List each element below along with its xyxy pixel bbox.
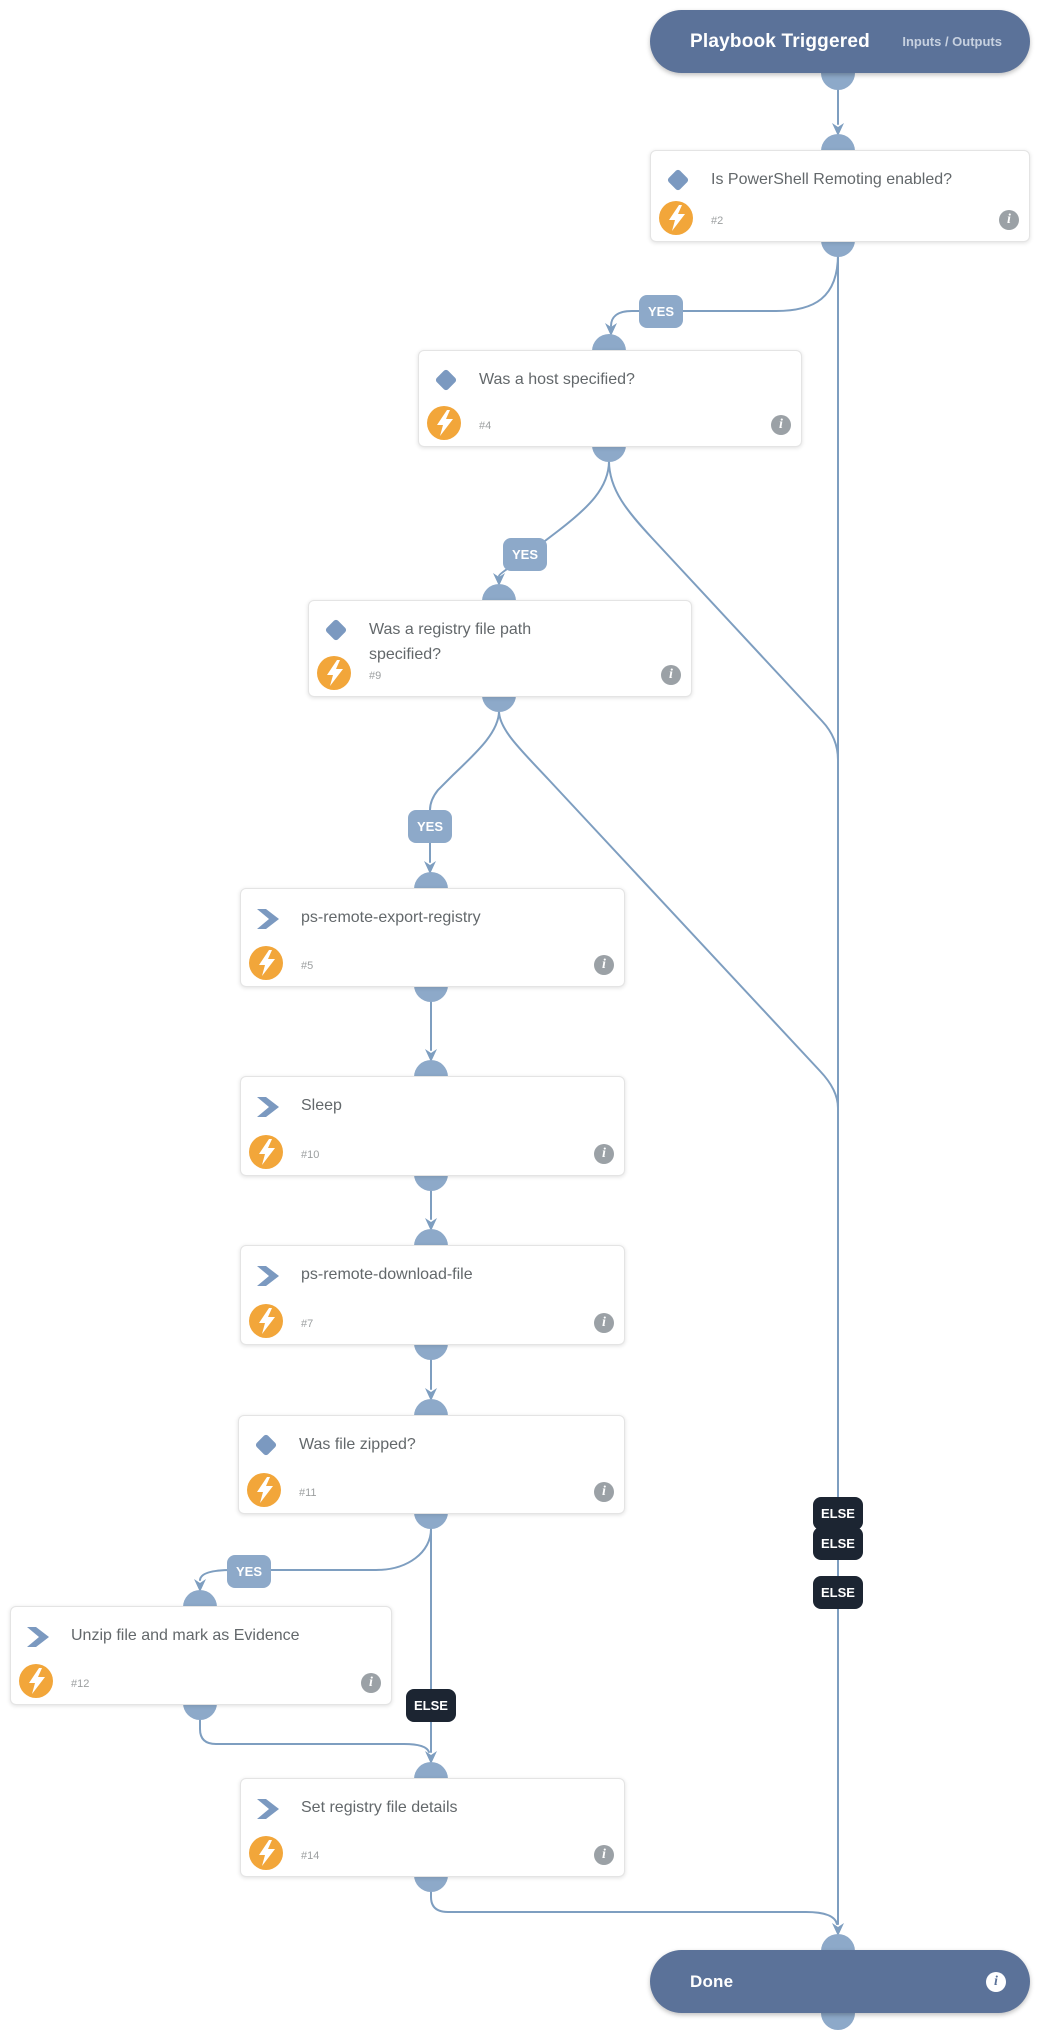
- node-card-9[interactable]: Was a registry file path specified? #9 i: [308, 600, 692, 697]
- node-card-7[interactable]: ps-remote-download-file #7 i: [240, 1245, 625, 1345]
- port-above-node2[interactable]: [821, 134, 855, 151]
- port-above-node11[interactable]: [414, 1399, 448, 1416]
- port-above-node5[interactable]: [414, 872, 448, 889]
- end-info-icon[interactable]: i: [986, 1971, 1006, 1992]
- playbook-start-title: Playbook Triggered: [690, 30, 870, 52]
- info-icon[interactable]: i: [594, 1144, 614, 1164]
- action-bolt-icon: [19, 1664, 53, 1698]
- node-card-12[interactable]: Unzip file and mark as Evidence #12 i: [10, 1606, 392, 1705]
- action-bolt-icon: [249, 946, 283, 980]
- node-title: ps-remote-download-file: [301, 1266, 473, 1283]
- port-below-node11[interactable]: [414, 1512, 448, 1529]
- decision-icon: [324, 618, 348, 642]
- decision-icon: [434, 368, 458, 392]
- action-chevron-icon: [257, 909, 279, 934]
- playbook-start-block[interactable]: Playbook Triggered Inputs / Outputs: [650, 10, 1030, 73]
- node-title: Was a host specified?: [479, 371, 635, 388]
- action-bolt-icon: [249, 1304, 283, 1338]
- yes-badge-node4[interactable]: YES: [503, 538, 547, 571]
- action-bolt-icon: [247, 1473, 281, 1507]
- node-title: Unzip file and mark as Evidence: [71, 1627, 300, 1644]
- else-badge-node9[interactable]: ELSE: [813, 1576, 863, 1609]
- info-icon[interactable]: i: [594, 1313, 614, 1333]
- port-above-node12[interactable]: [183, 1590, 217, 1607]
- action-bolt-icon: [249, 1836, 283, 1870]
- info-icon[interactable]: i: [361, 1673, 381, 1693]
- info-icon[interactable]: i: [661, 665, 681, 685]
- node-title: ps-remote-export-registry: [301, 909, 481, 926]
- node-title: Was file zipped?: [299, 1436, 416, 1453]
- port-below-node14[interactable]: [414, 1875, 448, 1892]
- node-card-5[interactable]: ps-remote-export-registry #5 i: [240, 888, 625, 987]
- port-above-node4[interactable]: [592, 334, 626, 351]
- port-below-node5[interactable]: [414, 985, 448, 1002]
- action-bolt-icon: [659, 201, 693, 235]
- action-bolt-icon: [249, 1135, 283, 1169]
- else-badge-node4[interactable]: ELSE: [813, 1527, 863, 1560]
- node-card-10[interactable]: Sleep #10 i: [240, 1076, 625, 1176]
- action-chevron-icon: [257, 1799, 279, 1824]
- node-id: #4: [479, 420, 492, 432]
- port-above-node7[interactable]: [414, 1229, 448, 1246]
- decision-icon: [254, 1433, 278, 1457]
- info-icon[interactable]: i: [594, 1482, 614, 1502]
- port-below-start[interactable]: [821, 73, 855, 90]
- node-title: Sleep: [301, 1097, 342, 1114]
- info-icon[interactable]: i: [594, 1845, 614, 1865]
- action-chevron-icon: [257, 1097, 279, 1122]
- port-below-node9[interactable]: [482, 695, 516, 712]
- port-below-node7[interactable]: [414, 1343, 448, 1360]
- port-below-node10[interactable]: [414, 1174, 448, 1191]
- info-icon[interactable]: i: [594, 955, 614, 975]
- node-id: #10: [301, 1149, 320, 1161]
- node-id: #11: [299, 1487, 317, 1499]
- yes-badge-node11[interactable]: YES: [227, 1555, 271, 1588]
- port-below-node4[interactable]: [592, 445, 626, 462]
- port-below-node12[interactable]: [183, 1703, 217, 1720]
- yes-badge-node9[interactable]: YES: [408, 810, 452, 843]
- node-title: Set registry file details: [301, 1799, 458, 1816]
- else-badge-node11[interactable]: ELSE: [406, 1689, 456, 1722]
- action-chevron-icon: [257, 1266, 279, 1291]
- node-id: #9: [369, 670, 382, 682]
- port-above-node9[interactable]: [482, 584, 516, 601]
- node-card-4[interactable]: Was a host specified? #4 i: [418, 350, 802, 447]
- port-below-end[interactable]: [821, 2013, 855, 2030]
- action-chevron-icon: [27, 1627, 49, 1652]
- inputs-outputs-link[interactable]: Inputs / Outputs: [902, 34, 1002, 49]
- playbook-end-title: Done: [690, 1971, 734, 1991]
- node-card-2[interactable]: Is PowerShell Remoting enabled? #2 i: [650, 150, 1030, 242]
- yes-badge-node2[interactable]: YES: [639, 295, 683, 328]
- node-id: #7: [301, 1318, 314, 1330]
- node-title: Is PowerShell Remoting enabled?: [711, 171, 953, 188]
- port-above-end[interactable]: [821, 1934, 855, 1951]
- port-above-node10[interactable]: [414, 1060, 448, 1077]
- action-bolt-icon: [317, 656, 351, 690]
- node-id: #5: [301, 960, 314, 972]
- port-below-node2[interactable]: [821, 240, 855, 257]
- node-card-11[interactable]: Was file zipped? #11 i: [238, 1415, 625, 1514]
- node-card-14[interactable]: Set registry file details #14 i: [240, 1778, 625, 1877]
- node-id: #2: [711, 215, 724, 227]
- action-bolt-icon: [427, 406, 461, 440]
- info-icon[interactable]: i: [771, 415, 791, 435]
- else-badge-node2[interactable]: ELSE: [813, 1497, 863, 1530]
- node-id: #12: [71, 1678, 90, 1690]
- node-title: Was a registry file path specified?: [369, 621, 532, 663]
- info-icon[interactable]: i: [999, 210, 1019, 230]
- node-id: #14: [301, 1850, 320, 1862]
- port-above-node14[interactable]: [414, 1762, 448, 1779]
- playbook-end-block[interactable]: Done i: [650, 1950, 1030, 2013]
- decision-icon: [666, 168, 690, 192]
